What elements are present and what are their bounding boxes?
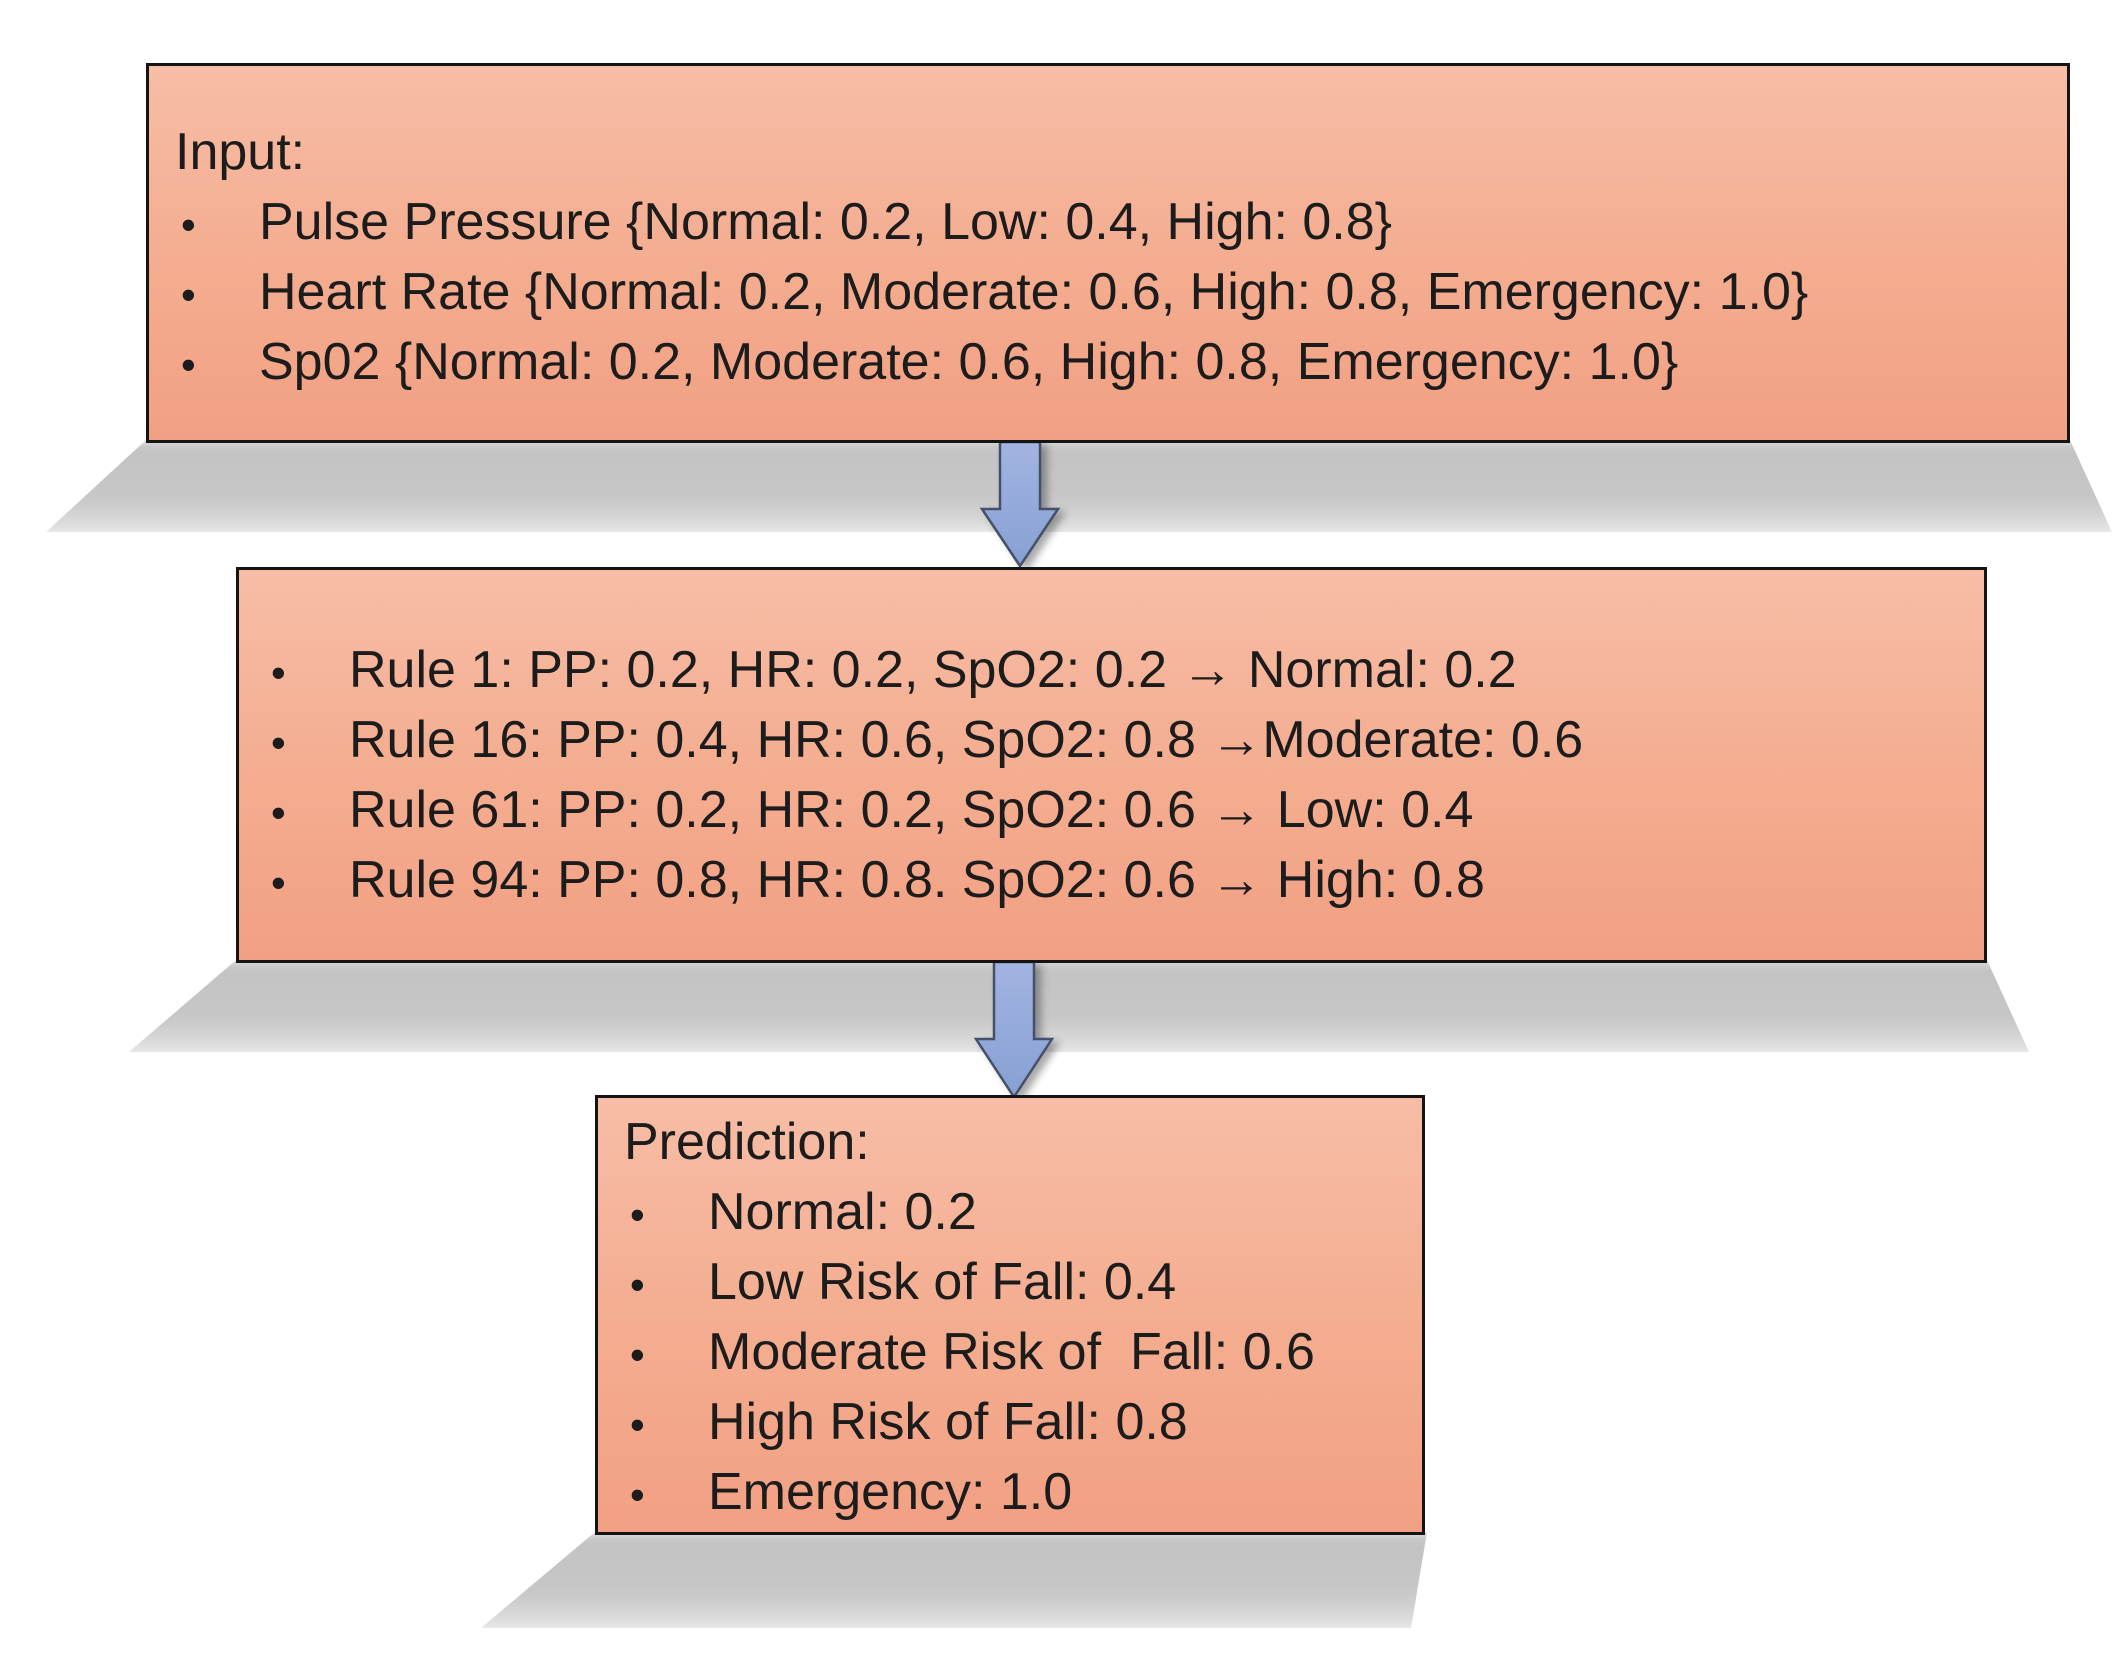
list-item-text: Rule 61: PP: 0.2, HR: 0.2, SpO2: 0.6 → L… — [349, 781, 1474, 839]
list-item: • Rule 94: PP: 0.8, HR: 0.8. SpO2: 0.6 →… — [265, 845, 1954, 915]
list-item: • High Risk of Fall: 0.8 — [624, 1387, 1402, 1457]
list-item-text: Moderate Risk of Fall: 0.6 — [708, 1323, 1315, 1381]
bullet-icon: • — [181, 201, 196, 248]
input-box-shadow — [46, 440, 2112, 532]
list-item: • Rule 16: PP: 0.4, HR: 0.6, SpO2: 0.8 →… — [265, 705, 1954, 775]
down-arrow-icon — [979, 441, 1061, 568]
bullet-icon: • — [271, 859, 286, 906]
list-item: • Emergency: 1.0 — [624, 1457, 1402, 1527]
list-item: • Low Risk of Fall: 0.4 — [624, 1247, 1402, 1317]
list-item: • Normal: 0.2 — [624, 1177, 1402, 1247]
list-item-text: Low Risk of Fall: 0.4 — [708, 1253, 1177, 1311]
list-item-text: Pulse Pressure {Normal: 0.2, Low: 0.4, H… — [259, 193, 1393, 251]
bullet-icon: • — [630, 1471, 645, 1518]
prediction-box-shadow — [481, 1532, 1427, 1628]
list-item-text: Normal: 0.2 — [708, 1183, 977, 1241]
prediction-box: Prediction: • Normal: 0.2 • Low Risk of … — [595, 1095, 1425, 1535]
rules-box: • Rule 1: PP: 0.2, HR: 0.2, SpO2: 0.2 → … — [236, 567, 1987, 963]
list-item-text: Heart Rate {Normal: 0.2, Moderate: 0.6, … — [259, 263, 1809, 321]
bullet-icon: • — [181, 341, 196, 388]
rules-box-shadow — [129, 960, 2029, 1052]
list-item: • Sp02 {Normal: 0.2, Moderate: 0.6, High… — [175, 327, 2037, 397]
list-item: • Pulse Pressure {Normal: 0.2, Low: 0.4,… — [175, 187, 2037, 257]
bullet-icon: • — [630, 1261, 645, 1308]
down-arrow-icon — [973, 961, 1055, 1099]
rules-list: • Rule 1: PP: 0.2, HR: 0.2, SpO2: 0.2 → … — [265, 635, 1954, 915]
prediction-list: • Normal: 0.2 • Low Risk of Fall: 0.4 • … — [624, 1177, 1402, 1527]
bullet-icon: • — [271, 789, 286, 836]
input-box: Input: • Pulse Pressure {Normal: 0.2, Lo… — [146, 63, 2070, 443]
box-title-text: Prediction: — [624, 1113, 870, 1171]
list-item: • Rule 1: PP: 0.2, HR: 0.2, SpO2: 0.2 → … — [265, 635, 1954, 705]
box-title-text: Input: — [175, 123, 306, 181]
bullet-icon: • — [630, 1401, 645, 1448]
input-box-title: Input: — [175, 117, 2037, 187]
bullet-icon: • — [181, 271, 196, 318]
bullet-icon: • — [271, 649, 286, 696]
input-list: • Pulse Pressure {Normal: 0.2, Low: 0.4,… — [175, 187, 2037, 397]
bullet-icon: • — [271, 719, 286, 766]
list-item-text: Rule 94: PP: 0.8, HR: 0.8. SpO2: 0.6 → H… — [349, 851, 1485, 909]
list-item-text: Sp02 {Normal: 0.2, Moderate: 0.6, High: … — [259, 333, 1679, 391]
list-item-text: High Risk of Fall: 0.8 — [708, 1393, 1188, 1451]
list-item-text: Rule 1: PP: 0.2, HR: 0.2, SpO2: 0.2 → No… — [349, 641, 1517, 699]
list-item: • Rule 61: PP: 0.2, HR: 0.2, SpO2: 0.6 →… — [265, 775, 1954, 845]
list-item: • Heart Rate {Normal: 0.2, Moderate: 0.6… — [175, 257, 2037, 327]
list-item-text: Emergency: 1.0 — [708, 1463, 1073, 1521]
prediction-box-title: Prediction: — [624, 1107, 1402, 1177]
bullet-icon: • — [630, 1191, 645, 1238]
list-item: • Moderate Risk of Fall: 0.6 — [624, 1317, 1402, 1387]
bullet-icon: • — [630, 1331, 645, 1378]
list-item-text: Rule 16: PP: 0.4, HR: 0.6, SpO2: 0.8 →Mo… — [349, 711, 1584, 769]
